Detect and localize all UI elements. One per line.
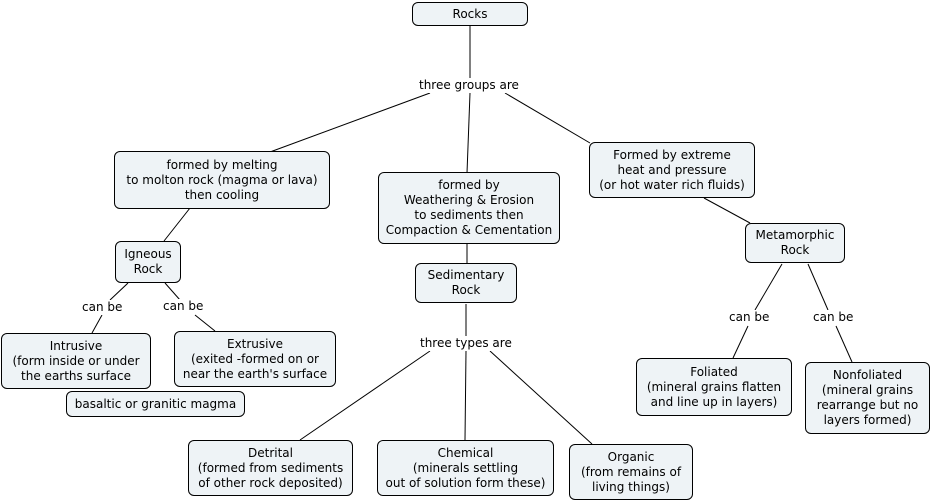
magma-node: basaltic or granitic magma	[66, 391, 245, 417]
link-groups-sedimentary	[466, 92, 471, 174]
link-canbe-nonfoliated	[835, 325, 853, 363]
link-groups-igneous	[269, 92, 431, 153]
link-meta-canbe-right	[807, 263, 829, 311]
organic-node: Organic (from remains of living things)	[569, 444, 693, 500]
sedimentary-rock-node: Sedimentary Rock	[415, 263, 517, 303]
link-canbe-extrusive	[194, 314, 216, 332]
label-can-be-nonfoliated: can be	[811, 310, 856, 325]
link-igneous-process-rock	[163, 207, 191, 242]
link-igneous-canbe-left	[109, 282, 129, 301]
detrital-node: Detrital (formed from sediments of other…	[188, 440, 353, 496]
link-groups-metamorphic	[504, 92, 591, 144]
link-canbe-foliated	[732, 325, 749, 359]
label-can-be-intrusive: can be	[80, 300, 125, 315]
link-canbe-intrusive	[91, 314, 103, 334]
label-can-be-foliated: can be	[727, 310, 772, 325]
chemical-node: Chemical (minerals settling out of solut…	[377, 440, 554, 496]
link-meta-canbe-left	[754, 263, 783, 311]
foliated-node: Foliated (mineral grains flatten and lin…	[636, 358, 792, 416]
igneous-rock-node: Igneous Rock	[115, 241, 181, 283]
intrusive-node: Intrusive (form inside or under the eart…	[1, 333, 151, 389]
metamorphic-process-node: Formed by extreme heat and pressure (or …	[589, 142, 755, 198]
sedimentary-process-node: formed by Weathering & Erosion to sedime…	[378, 172, 560, 244]
extrusive-node: Extrusive (exited -formed on or near the…	[174, 331, 336, 387]
link-types-organic	[489, 350, 593, 445]
nonfoliated-node: Nonfoliated (mineral grains rearrange bu…	[805, 362, 930, 434]
label-can-be-extrusive: can be	[161, 299, 206, 314]
link-meta-process-rock	[703, 197, 751, 224]
link-types-detrital	[299, 350, 431, 441]
igneous-process-node: formed by melting to molton rock (magma …	[114, 151, 330, 209]
metamorphic-rock-node: Metamorphic Rock	[745, 223, 845, 263]
link-igneous-canbe-right	[164, 282, 181, 301]
link-types-chemical	[464, 350, 467, 441]
label-three-groups: three groups are	[417, 78, 521, 93]
rocks-node: Rocks	[412, 2, 528, 26]
label-three-types: three types are	[418, 336, 514, 351]
